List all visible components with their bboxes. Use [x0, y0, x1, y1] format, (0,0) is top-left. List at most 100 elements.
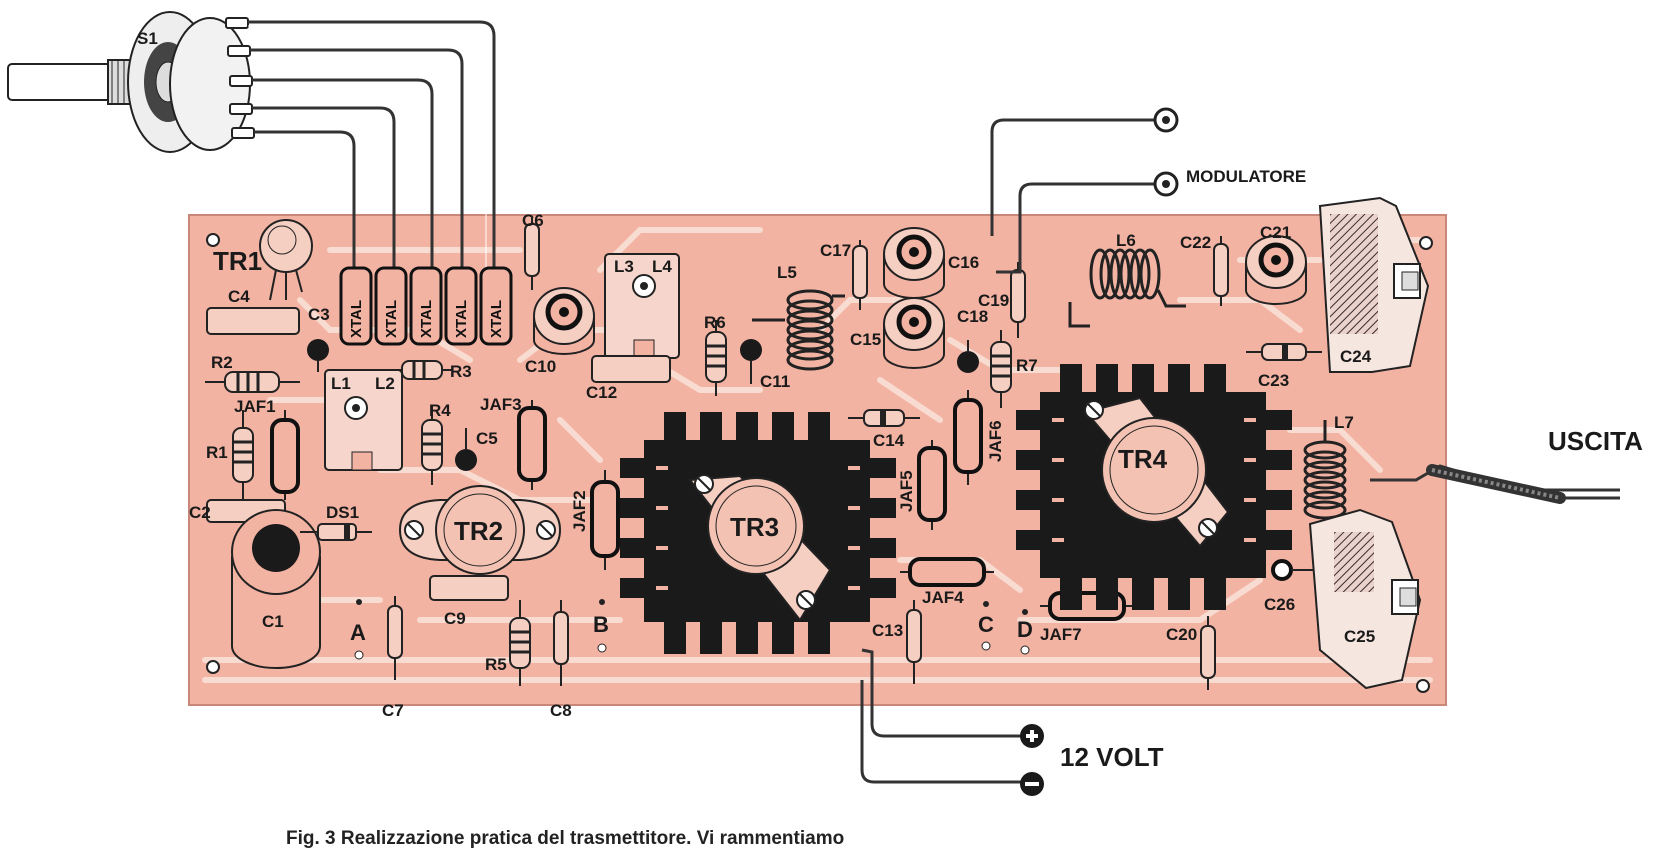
- label-c23: C23: [1258, 371, 1289, 390]
- capacitor-c3: [307, 339, 329, 372]
- test-point-a: [354, 599, 364, 660]
- label-r5: R5: [485, 655, 507, 674]
- label-jaf5: JAF5: [897, 470, 916, 512]
- coil-l6: [1068, 248, 1186, 328]
- capacitor-c18: [957, 340, 979, 373]
- transistor-tr2: [398, 485, 562, 575]
- trimmer-c15: [883, 297, 945, 369]
- capacitor-c8: [553, 600, 569, 686]
- label-c25: C25: [1344, 627, 1375, 646]
- label-tp-b: B: [593, 612, 609, 637]
- label-c11: C11: [760, 372, 790, 391]
- capacitor-c23: [1246, 343, 1322, 361]
- label-l1: L1: [331, 374, 351, 393]
- label-r4: R4: [429, 401, 451, 420]
- label-tp-d: D: [1017, 617, 1033, 642]
- crystal-array: XTAL XTAL XTAL XTAL XTAL: [339, 266, 513, 346]
- coil-l3-l4: [604, 253, 680, 359]
- label-tp-a: A: [350, 620, 366, 645]
- label-c6: C6: [522, 211, 544, 230]
- label-c14: C14: [873, 431, 905, 450]
- choke-jaf5: [917, 440, 947, 530]
- choke-jaf4: [900, 557, 994, 587]
- label-c20: C20: [1166, 625, 1197, 644]
- capacitor-c7: [387, 596, 403, 680]
- resistor-r4: [421, 405, 443, 485]
- label-c13: C13: [872, 621, 903, 640]
- test-point-c: [981, 601, 991, 651]
- capacitor-c12: [591, 355, 671, 383]
- label-jaf4: JAF4: [922, 588, 964, 607]
- label-s1: S1: [137, 29, 158, 48]
- label-c15: C15: [850, 330, 881, 349]
- label-l2: L2: [375, 374, 395, 393]
- capacitor-c4: [206, 307, 300, 335]
- label-ds1: DS1: [326, 503, 359, 522]
- choke-jaf7: [1040, 591, 1134, 621]
- variable-capacitor-c24: [1318, 196, 1430, 373]
- trimmer-c10: [533, 287, 595, 355]
- label-jaf7: JAF7: [1040, 625, 1082, 644]
- label-c24: C24: [1340, 347, 1372, 366]
- svg-text:XTAL: XTAL: [453, 300, 470, 338]
- label-r1: R1: [206, 443, 228, 462]
- capacitor-c5: [455, 428, 477, 471]
- label-c21: C21: [1260, 223, 1291, 242]
- choke-jaf1: [270, 410, 300, 500]
- capacitor-c13: [906, 600, 922, 684]
- resistor-r2: [205, 371, 300, 393]
- choke-jaf6: [953, 390, 983, 485]
- label-c3: C3: [308, 305, 330, 324]
- label-c18: C18: [957, 307, 988, 326]
- coil-l1-l2: [324, 369, 403, 471]
- label-c2: C2: [189, 503, 211, 522]
- capacitor-c26: [1271, 559, 1320, 581]
- svg-text:XTAL: XTAL: [488, 300, 505, 338]
- power-terminal-negative: [1020, 772, 1044, 796]
- figure-caption: Fig. 3 Realizzazione pratica del trasmet…: [286, 828, 845, 849]
- label-12-volt: 12 VOLT: [1060, 742, 1164, 772]
- label-c4: C4: [228, 287, 250, 306]
- label-c7: C7: [382, 701, 404, 720]
- modulator-wires: [990, 118, 1160, 274]
- label-l6: L6: [1116, 231, 1136, 250]
- label-c1: C1: [262, 612, 284, 631]
- label-c22: C22: [1180, 233, 1211, 252]
- capacitor-c14: [848, 409, 920, 427]
- label-c16: C16: [948, 253, 979, 272]
- output-coax: [1370, 464, 1620, 504]
- mounting-holes: [206, 233, 1433, 693]
- modulator-terminals: [1153, 107, 1179, 197]
- label-c12: C12: [586, 383, 617, 402]
- label-tr3: TR3: [730, 512, 779, 542]
- label-jaf3: JAF3: [480, 395, 522, 414]
- label-r3: R3: [450, 362, 472, 381]
- label-c5: C5: [476, 429, 498, 448]
- power-wires: [860, 648, 1022, 784]
- label-tr1: TR1: [213, 246, 262, 276]
- label-c17: C17: [820, 241, 851, 260]
- label-output: USCITA: [1548, 426, 1643, 456]
- resistor-r5: [509, 600, 531, 686]
- capacitor-c1: [231, 509, 321, 669]
- resistor-r7: [990, 330, 1012, 408]
- rotary-switch-s1: [7, 11, 255, 153]
- capacitor-c22: [1213, 236, 1229, 306]
- coil-l5: [752, 289, 845, 371]
- test-point-d: [1020, 609, 1030, 655]
- label-c8: C8: [550, 701, 572, 720]
- label-c26: C26: [1264, 595, 1295, 614]
- transistor-tr3: [688, 474, 832, 622]
- resistor-r1: [232, 410, 254, 500]
- label-jaf1: JAF1: [234, 397, 276, 416]
- resistor-r6: [705, 320, 727, 396]
- label-r7: R7: [1016, 356, 1038, 375]
- label-modulator: MODULATORE: [1186, 167, 1306, 186]
- test-point-b: [597, 599, 607, 653]
- label-l7: L7: [1334, 413, 1354, 432]
- capacitor-c19: [1010, 262, 1026, 338]
- capacitor-c17: [852, 240, 868, 310]
- power-terminal-positive: [1020, 724, 1044, 748]
- capacitor-c6: [524, 218, 540, 290]
